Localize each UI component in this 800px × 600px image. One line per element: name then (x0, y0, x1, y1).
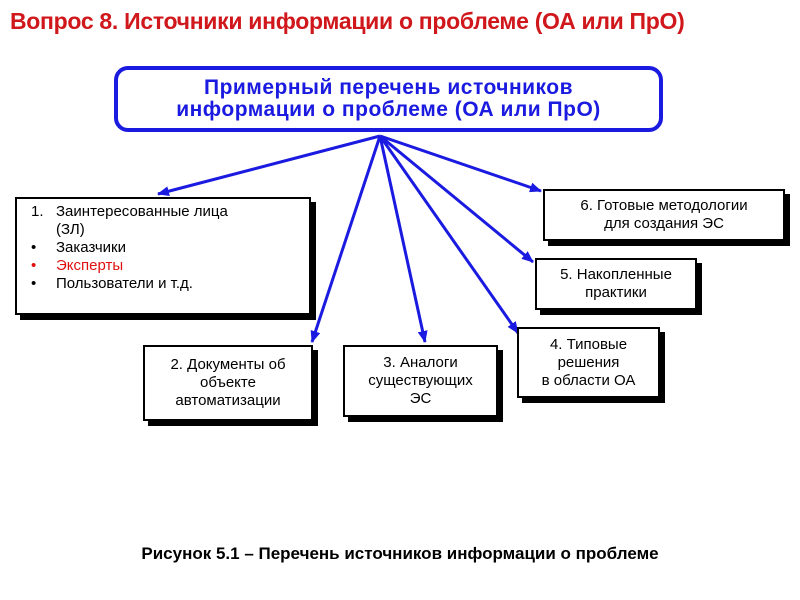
stakeholders-heading: 1. Заинтересованные лица (23, 203, 303, 221)
methodologies-box: 6. Готовые методологии для создания ЭС (543, 189, 785, 241)
methods-line-1: 6. Готовые методологии (580, 197, 748, 214)
documents-line-1: 2. Документы об (170, 356, 286, 373)
root-node-line-2: информации о проблеме (ОА или ПрО) (176, 98, 601, 121)
bullet-icon: • (31, 257, 37, 274)
typical-solutions-box: 4. Типовые решения в области ОА (517, 327, 660, 398)
stakeholder-item: • Пользователи и т.д. (23, 275, 303, 293)
stakeholder-item-label: Эксперты (56, 257, 124, 274)
practices-box: 5. Накопленные практики (535, 258, 697, 310)
analogs-line-2: существующих (368, 372, 473, 389)
stakeholders-box: 1. Заинтересованные лица (ЗЛ) • Заказчик… (15, 197, 311, 315)
methods-line-2: для создания ЭС (604, 215, 724, 232)
bullet-icon: • (31, 239, 37, 256)
slide-title: Вопрос 8. Источники информации о проблем… (10, 8, 685, 34)
documents-line-3: автоматизации (175, 392, 281, 409)
root-node-line-1: Примерный перечень источников (203, 76, 574, 99)
figure-caption: Рисунок 5.1 – Перечень источников информ… (141, 544, 659, 563)
arrow-to-practices (379, 134, 534, 264)
typical-line-2: решения (557, 353, 620, 371)
arrow-to-methods (379, 134, 542, 193)
analogs-line-3: ЭС (409, 390, 432, 407)
typical-line-3: в области ОА (541, 371, 636, 389)
arrow-to-stakeholders (157, 134, 381, 197)
arrow-to-typical (378, 135, 520, 334)
stakeholders-heading-continued: (ЗЛ) (23, 221, 303, 239)
arrow-to-analogs (378, 135, 428, 343)
stakeholders-number: 1. (31, 203, 44, 220)
stakeholders-heading-line-1: Заинтересованные лица (56, 203, 228, 220)
typical-line-1: 4. Типовые (549, 335, 628, 353)
practices-line-2: практики (585, 284, 647, 301)
stakeholders-heading-line-2: (ЗЛ) (56, 221, 85, 238)
practices-line-1: 5. Накопленные (560, 266, 672, 283)
root-node-box: Примерный перечень источников информации… (114, 66, 663, 132)
analogs-box: 3. Аналоги существующих ЭС (343, 345, 498, 417)
documents-box: 2. Документы об объекте автоматизации (143, 345, 313, 421)
bullet-icon: • (31, 275, 37, 292)
stakeholder-item-label: Заказчики (56, 239, 126, 256)
analogs-line-1: 3. Аналоги (383, 354, 458, 371)
documents-line-2: объекте (200, 374, 256, 391)
arrow-to-documents (310, 135, 382, 343)
stakeholder-item-highlighted: • Эксперты (23, 257, 303, 275)
stakeholder-item-label: Пользователи и т.д. (56, 275, 193, 292)
stakeholder-item: • Заказчики (23, 239, 303, 257)
